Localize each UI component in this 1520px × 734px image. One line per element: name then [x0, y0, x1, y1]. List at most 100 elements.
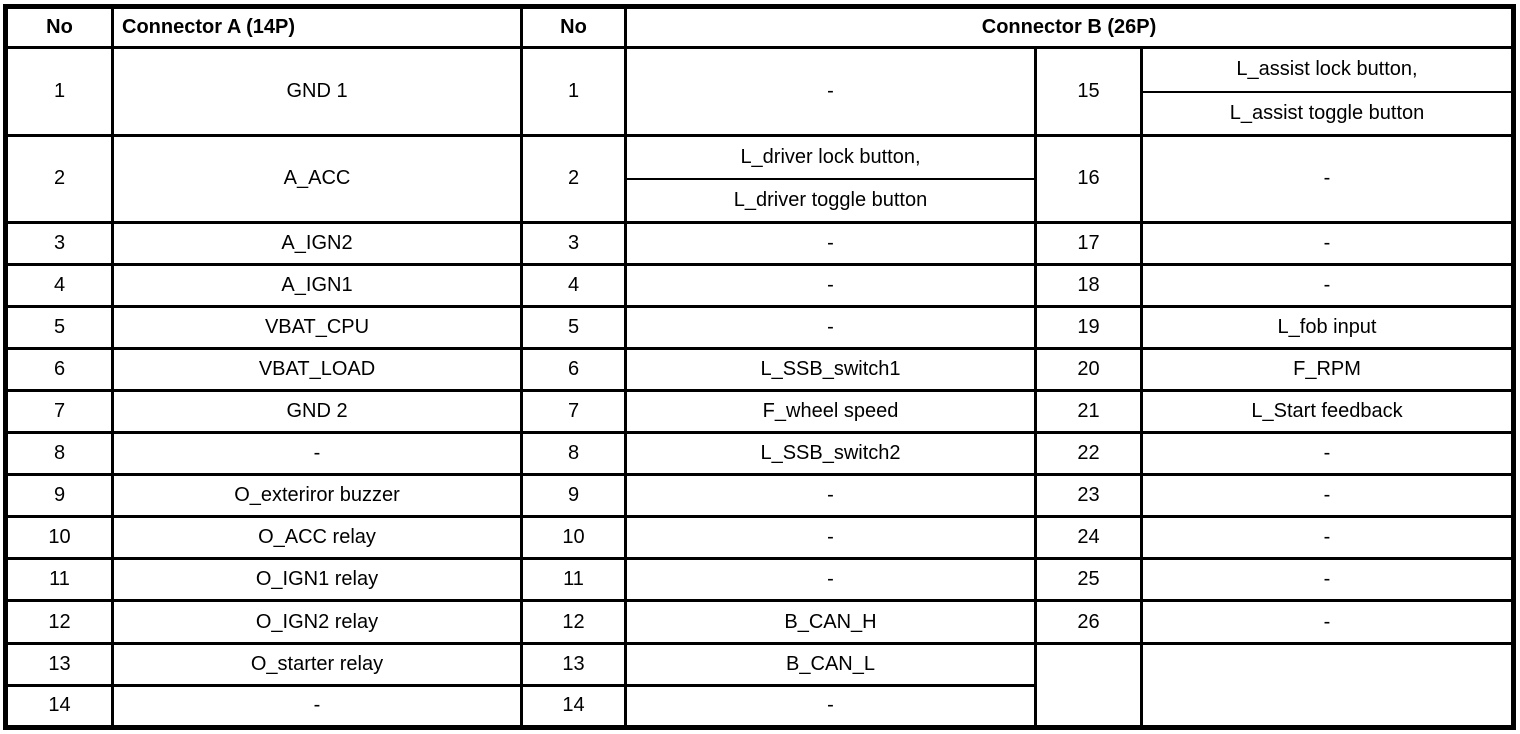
pin-b-number: 1 — [520, 45, 627, 138]
header-no-a: No — [4, 5, 114, 49]
pin-b-label: B_CAN_L — [624, 641, 1037, 687]
pin-b2-label: - — [1139, 557, 1516, 603]
pin-a-label: - — [111, 431, 523, 477]
pin-b-label-lines: L_driver lock button, L_driver toggle but… — [628, 139, 1033, 219]
pin-b-number: 3 — [520, 220, 627, 266]
pin-b-label: - — [624, 473, 1037, 519]
pin-b-number: 4 — [520, 262, 627, 308]
pin-b2-label-line-1: L_assist lock button, — [1144, 51, 1511, 93]
pin-a-number: 7 — [4, 388, 114, 435]
pin-b2-label: - — [1139, 473, 1516, 519]
pin-a-number: 10 — [4, 515, 114, 561]
pin-b-number: 10 — [520, 515, 627, 561]
pin-a-number: 11 — [4, 557, 114, 603]
pin-b2-number: 16 — [1034, 134, 1143, 224]
pin-a-label: VBAT_LOAD — [111, 346, 523, 392]
pin-b-number: 13 — [520, 641, 627, 687]
pin-b2-number: 26 — [1034, 599, 1143, 645]
pin-a-number: 12 — [4, 599, 114, 645]
pin-b2-label: - — [1139, 515, 1516, 561]
pin-b-number: 6 — [520, 346, 627, 392]
pin-b2-number: 25 — [1034, 557, 1143, 603]
pin-b2-label: L_Start feedback — [1139, 388, 1516, 435]
pin-b-number: 7 — [520, 388, 627, 435]
pin-a-label: A_IGN2 — [111, 220, 523, 266]
pin-b2-number: 18 — [1034, 262, 1143, 308]
pin-b2-label: - — [1139, 262, 1516, 308]
pin-a-number: 9 — [4, 473, 114, 519]
header-no-b: No — [520, 5, 627, 49]
pin-b-number: 8 — [520, 431, 627, 477]
table-row: 14-14- — [4, 683, 1514, 730]
pin-a-number: 8 — [4, 431, 114, 477]
pin-a-label: O_IGN2 relay — [111, 599, 523, 645]
pin-b-label: L_SSB_switch1 — [624, 346, 1037, 392]
header-connector-a: Connector A (14P) — [111, 5, 523, 49]
pin-b-label: - — [624, 683, 1037, 730]
pin-b-number: 2 — [520, 134, 627, 224]
pin-b2-label: - — [1139, 599, 1516, 645]
pin-b-label: - — [624, 515, 1037, 561]
pin-a-label: GND 2 — [111, 388, 523, 435]
pin-a-number: 14 — [4, 683, 114, 730]
pin-b2-number: 17 — [1034, 220, 1143, 266]
pin-a-number: 1 — [4, 45, 114, 138]
pin-b-label-line-2: L_driver toggle button — [733, 188, 928, 211]
pin-b-label: B_CAN_H — [624, 599, 1037, 645]
pin-b-number: 5 — [520, 304, 627, 350]
pin-a-label: A_IGN1 — [111, 262, 523, 308]
pin-a-label: O_ACC relay — [111, 515, 523, 561]
pin-b-label: - — [624, 45, 1037, 138]
pin-b2-label-lines: L_assist lock button, L_assist toggle but… — [1144, 51, 1511, 133]
pin-b2-label: - — [1139, 134, 1516, 224]
pin-b2-label: L_fob input — [1139, 304, 1516, 350]
pin-a-number: 2 — [4, 134, 114, 224]
pin-a-label: O_starter relay — [111, 641, 523, 687]
pin-b2-number: 24 — [1034, 515, 1143, 561]
pin-b-number: 9 — [520, 473, 627, 519]
pin-b2-label: - — [1139, 431, 1516, 477]
pin-b-number: 12 — [520, 599, 627, 645]
pin-b2-label: - — [1139, 220, 1516, 266]
pin-a-label: A_ACC — [111, 134, 523, 224]
pin-b-label: - — [624, 557, 1037, 603]
pin-b2-number: 21 — [1034, 388, 1143, 435]
table-header-row: No Connector A (14P) No Connector B (26P… — [4, 5, 1516, 49]
pin-b-number: 14 — [520, 683, 627, 730]
connector-pinout-table: No Connector A (14P) No Connector B (26P… — [3, 4, 1517, 730]
pin-b2-number: 23 — [1034, 473, 1143, 519]
pin-a-label: - — [111, 683, 523, 730]
header-connector-b: Connector B (26P) — [623, 5, 1516, 49]
pin-a-label: GND 1 — [111, 45, 523, 138]
pin-b2-label: F_RPM — [1139, 346, 1516, 392]
empty-b2-label-cell — [1139, 641, 1516, 730]
pin-b2-label-line-2: L_assist toggle button — [1229, 101, 1425, 124]
pin-b2-label: L_assist lock button, L_assist toggle but… — [1139, 45, 1516, 138]
pin-b-label: L_driver lock button, L_driver toggle but… — [624, 134, 1037, 224]
pin-b-label: F_wheel speed — [624, 388, 1037, 435]
pin-a-label: O_IGN1 relay — [111, 557, 523, 603]
pin-b-label-line-1: L_driver lock button, — [628, 139, 1033, 180]
empty-b2-number-cell — [1034, 641, 1143, 730]
pin-b2-number: 15 — [1034, 45, 1143, 138]
pin-b2-number: 22 — [1034, 431, 1143, 477]
pin-a-number: 5 — [4, 304, 114, 350]
pin-a-number: 4 — [4, 262, 114, 308]
pin-a-number: 3 — [4, 220, 114, 266]
pin-b-label: - — [624, 304, 1037, 350]
pin-b2-number: 19 — [1034, 304, 1143, 350]
pin-b-label: - — [624, 262, 1037, 308]
